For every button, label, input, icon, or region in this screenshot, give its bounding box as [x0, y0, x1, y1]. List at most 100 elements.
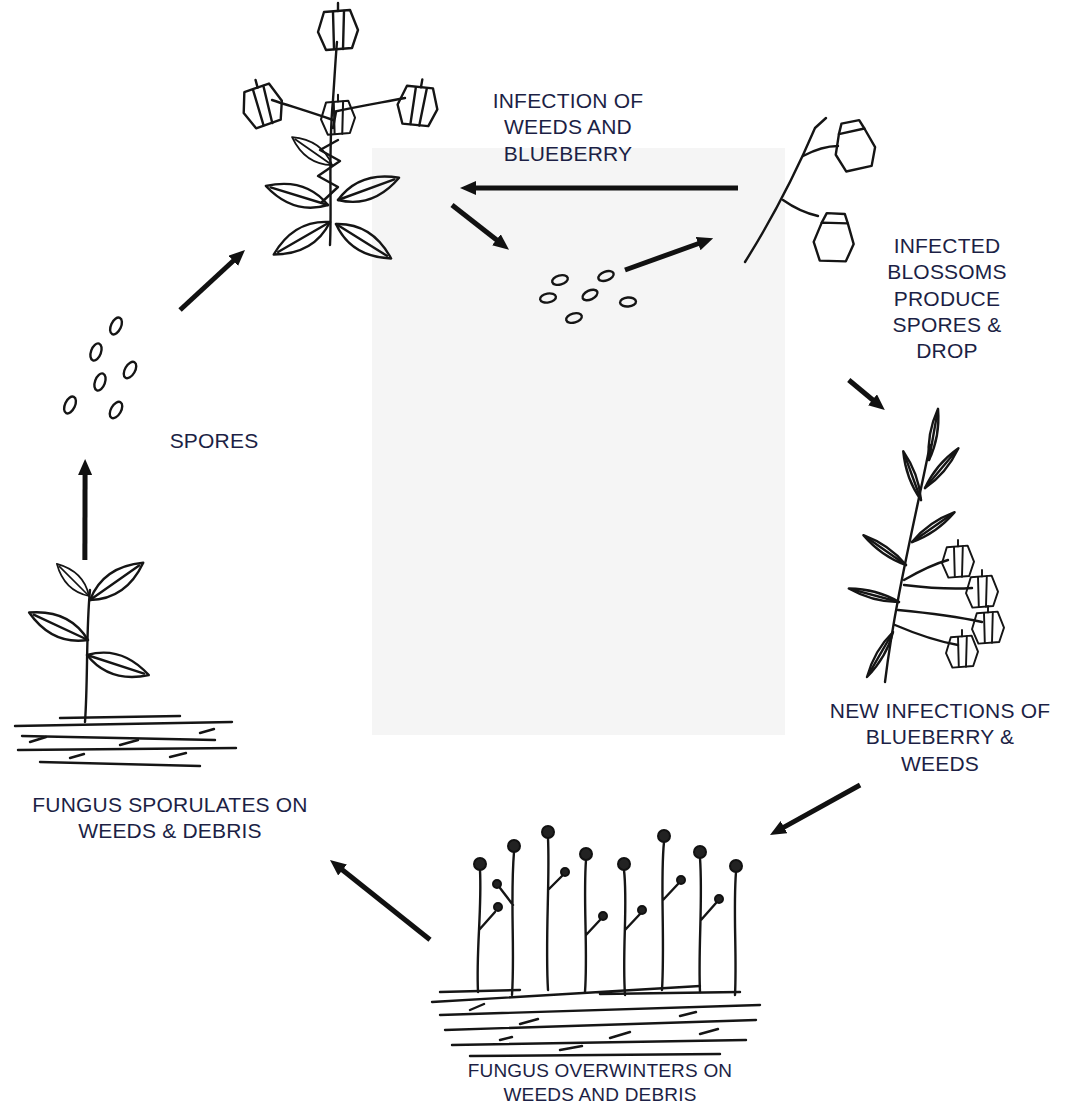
overwinter-drawing: [470, 1004, 718, 1050]
overwinter-drawing: [500, 852, 514, 995]
cycle-arrow: [474, 185, 738, 190]
spore-cluster: [551, 274, 569, 287]
branch-drawing: [900, 450, 924, 501]
blossom-drawing: [745, 118, 878, 264]
overwinter-drawing: [730, 860, 742, 872]
spore-cluster: [597, 269, 615, 283]
blossom-drawing: [831, 118, 877, 172]
infected-plant-drawing: [335, 168, 403, 209]
overwinter-drawing: [735, 872, 736, 995]
stage-node: INFECTION OF WEEDS AND BLUEBERRY: [210, 0, 460, 250]
branch-drawing: [972, 606, 1004, 644]
spore-cluster: [108, 316, 125, 337]
overwinter-drawing: [474, 858, 486, 870]
overwinter-drawing: [624, 870, 640, 995]
spore-cluster: [88, 342, 104, 362]
infected-plant-drawing: [331, 216, 397, 267]
overwinter-drawing: [694, 846, 706, 858]
cycle-arrow: [180, 260, 235, 311]
infected-plant-drawing: [269, 213, 335, 263]
branch-drawing: [910, 509, 957, 545]
overwinter-drawing: [662, 842, 678, 990]
spore-cluster: [620, 297, 637, 307]
branch-drawing: [942, 540, 974, 578]
seedling-drawing: [52, 559, 94, 601]
overwinter-drawing: [585, 860, 600, 992]
overwinter-drawing: [638, 906, 646, 914]
overwinter-drawing: [474, 826, 742, 920]
infected-plant-drawing: [263, 176, 331, 214]
branch-drawing: [864, 630, 896, 679]
stage-caption: INFECTED BLOSSOMS PRODUCE SPORES & DROP: [876, 233, 1018, 364]
spore-cluster: [62, 316, 139, 421]
cycle-arrow: [782, 785, 860, 828]
spore-cluster: [539, 292, 556, 304]
stage-node: INFECTED BLOSSOMS PRODUCE SPORES & DROP: [738, 115, 1022, 380]
cycle-arrow: [452, 205, 498, 241]
blossom-drawing: [783, 200, 818, 216]
overwinter-drawing: [493, 880, 501, 888]
branch-drawing: [848, 585, 900, 605]
overwinter-drawing: [432, 986, 760, 1056]
infected-plant-drawing: [318, 3, 358, 50]
spore-cluster: [565, 312, 583, 325]
seedling-drawing: [84, 555, 149, 609]
seedling-drawing: [25, 603, 92, 649]
branch-drawing: [848, 408, 1004, 682]
infected-plant-drawing: [321, 95, 355, 135]
stage-caption: SPORES: [158, 428, 270, 454]
infected-plant-drawing: [236, 75, 287, 131]
branch-drawing: [946, 630, 978, 668]
stage-caption: FUNGUS SPORULATES ON WEEDS & DEBRIS: [30, 792, 310, 845]
seedling-drawing: [15, 716, 236, 766]
seedling-drawing: [30, 729, 214, 758]
cycle-arrow: [341, 869, 430, 940]
overwinter-drawing: [700, 858, 716, 992]
overwinter-drawing: [580, 848, 592, 860]
stage-node: FUNGUS SPORULATES ON WEEDS & DEBRIS: [10, 560, 330, 870]
faint-panel: [372, 148, 785, 735]
overwinter-drawing: [677, 876, 685, 884]
seedling-drawing: [15, 555, 236, 766]
spore-cluster: [121, 360, 139, 381]
stage-node: SPORES: [50, 310, 275, 459]
infected-plant-drawing: [272, 98, 405, 128]
overwinter-drawing: [508, 840, 520, 852]
overwinter-drawing: [478, 870, 495, 992]
stage-node: FUNGUS OVERWINTERS ON WEEDS AND DEBRIS: [430, 815, 770, 1112]
stage-caption: INFECTION OF WEEDS AND BLUEBERRY: [468, 88, 668, 167]
branch-drawing: [926, 408, 942, 460]
spore-cluster: [539, 269, 636, 324]
blossom-drawing: [812, 211, 857, 264]
infected-plant-drawing: [236, 3, 442, 267]
overwinter-drawing: [547, 838, 562, 990]
branch-drawing: [966, 570, 998, 608]
branch-drawing: [885, 445, 930, 682]
spore-cluster: [92, 372, 108, 392]
stage-node: NEW INFECTIONS OF BLUEBERRY & WEEDS: [820, 410, 1060, 785]
overwinter-drawing: [494, 903, 502, 911]
infected-plant-drawing: [394, 76, 442, 129]
overwinter-drawing: [542, 826, 554, 838]
overwinter-drawing: [432, 826, 760, 1056]
seedling-drawing: [84, 645, 152, 684]
stage-caption: FUNGUS OVERWINTERS ON WEEDS AND DEBRIS: [450, 1059, 750, 1107]
overwinter-drawing: [658, 830, 670, 842]
overwinter-drawing: [715, 895, 723, 903]
spore-cluster: [581, 288, 599, 303]
cycle-arrow: [849, 380, 874, 401]
cycle-arrow: [625, 243, 700, 270]
stage-caption: NEW INFECTIONS OF BLUEBERRY & WEEDS: [825, 698, 1055, 777]
branch-drawing: [895, 560, 982, 645]
spore-cluster: [62, 395, 79, 416]
infected-plant-drawing: [288, 131, 337, 171]
overwinter-drawing: [561, 868, 569, 876]
branch-drawing: [861, 532, 908, 568]
overwinter-drawing: [599, 912, 607, 920]
blossom-drawing: [803, 146, 838, 156]
spore-cluster: [107, 400, 125, 421]
